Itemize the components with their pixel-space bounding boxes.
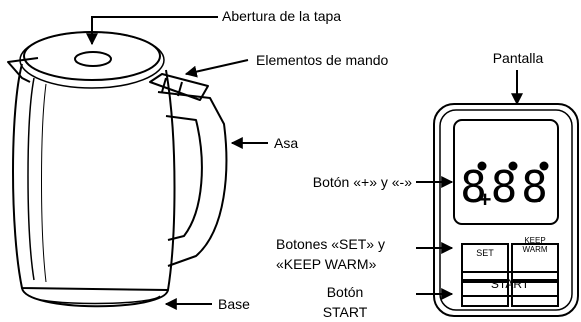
- lid-opening: [74, 51, 112, 67]
- label-controls: Elementos de mando: [256, 52, 389, 68]
- minus-button[interactable]: –: [528, 187, 542, 212]
- label-base: Base: [218, 296, 250, 312]
- indicator-dot: [508, 161, 518, 171]
- start-button[interactable]: START: [490, 277, 530, 291]
- indicator-dot: [477, 161, 487, 171]
- label-lid-opening: Abertura de la tapa: [222, 8, 342, 24]
- keep-warm-line1: KEEP: [524, 236, 546, 245]
- label-set-keep-line2: «KEEP WARM»: [276, 256, 377, 272]
- arrow-lid-opening: [86, 16, 218, 46]
- label-set-keep-line1: Botones «SET» y: [276, 236, 385, 252]
- label-display: Pantalla: [492, 50, 544, 66]
- kettle-body: [12, 63, 176, 291]
- kettle-spout: [7, 57, 39, 83]
- callout-arrows-panel: [416, 70, 523, 300]
- display-window: [453, 119, 559, 225]
- keep-warm-button[interactable]: KEEP WARM: [512, 236, 558, 254]
- keep-warm-line2: WARM: [522, 245, 548, 254]
- label-start-line2: START: [322, 304, 368, 320]
- label-plus-minus: Botón «+» y «-»: [312, 174, 412, 190]
- kettle-handle: [157, 91, 228, 267]
- kettle-base: [21, 287, 169, 308]
- arrow-controls: [184, 59, 249, 78]
- set-button[interactable]: SET: [476, 248, 494, 258]
- kettle: [7, 31, 228, 308]
- plus-button[interactable]: +: [478, 187, 492, 212]
- indicator-dot: [539, 161, 549, 171]
- label-handle: Asa: [274, 135, 299, 151]
- label-start: Botón START: [300, 282, 390, 322]
- label-start-line1: Botón: [326, 284, 364, 300]
- callout-arrows-kettle: [86, 16, 268, 310]
- display-digits: 888: [460, 162, 552, 213]
- label-set-keep: Botones «SET» y «KEEP WARM»: [276, 234, 385, 274]
